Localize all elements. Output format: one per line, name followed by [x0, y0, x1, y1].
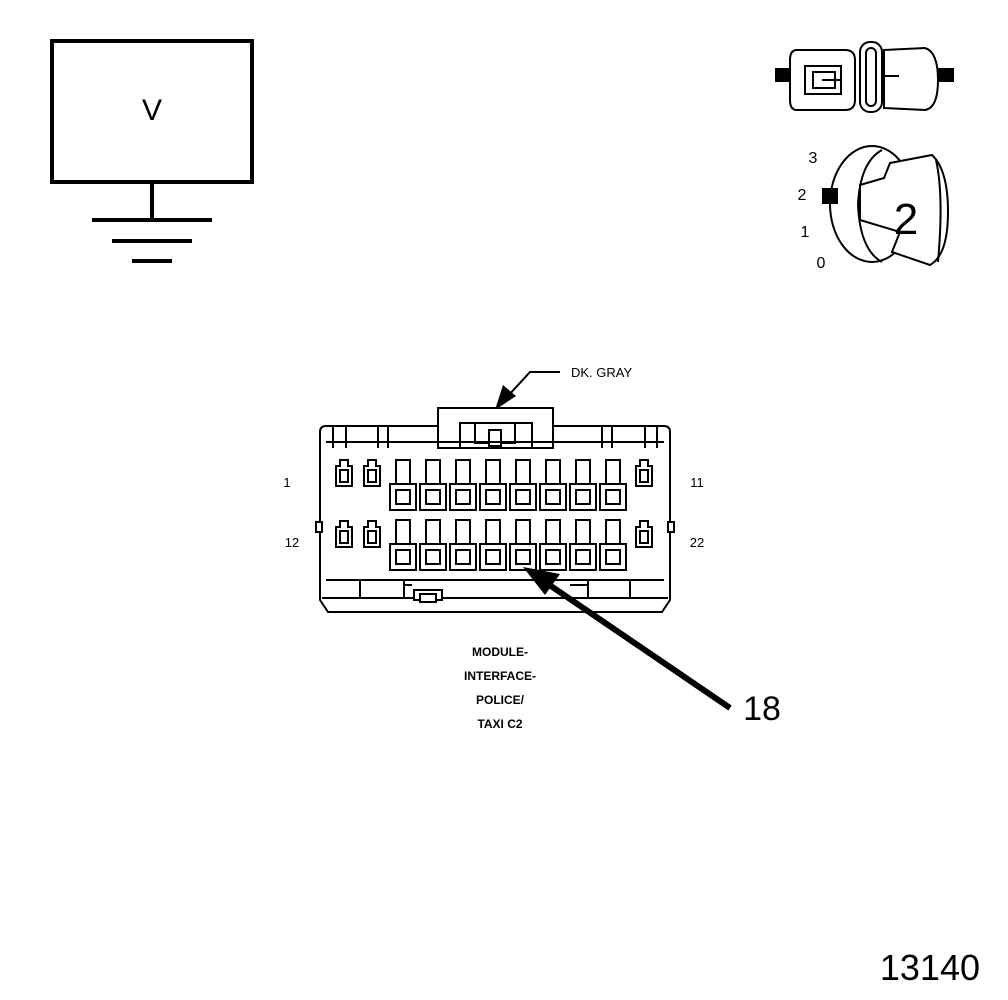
ignition-switch-icon: 3 2 1 0 2: [798, 145, 950, 272]
connector-name-line-4: TAXI C2: [477, 717, 522, 731]
connector-name-line-1: MODULE-: [472, 645, 528, 659]
pin-label-12: 12: [285, 535, 299, 550]
cavity: [569, 519, 597, 571]
arrow-head-icon: [495, 385, 516, 410]
cavity: [419, 459, 447, 511]
connector-name-line-2: INTERFACE-: [464, 669, 536, 683]
pin-label-22: 22: [690, 535, 704, 550]
connector-disconnect-icon: [775, 41, 954, 113]
cavity: [539, 519, 567, 571]
connector-name-line-3: POLICE/: [476, 693, 525, 707]
terminal-latch-row1-b: [363, 459, 381, 487]
color-callout: DK. GRAY: [495, 365, 632, 410]
figure-number: 13140: [880, 947, 980, 988]
cavity: [569, 459, 597, 511]
ground-icon: [92, 218, 212, 263]
cavity: [509, 459, 537, 511]
cavity-row1: [389, 459, 627, 511]
connector-name: MODULE- INTERFACE- POLICE/ TAXI C2: [464, 645, 536, 731]
terminal-latch-row1-a: [335, 459, 353, 487]
voltmeter-label: V: [142, 94, 162, 127]
cavity-highlighted: [509, 519, 537, 571]
ignition-position-3: 3: [809, 150, 818, 167]
cavity: [449, 519, 477, 571]
cavity: [479, 459, 507, 511]
cavity: [539, 459, 567, 511]
cavity: [449, 459, 477, 511]
terminal-latch-row2-a: [335, 520, 353, 548]
terminal-latch-row2-b: [363, 520, 381, 548]
pin-label-11: 11: [690, 475, 704, 490]
connector-face: [315, 407, 675, 613]
ignition-selected-position: 2: [894, 195, 918, 244]
ignition-position-1: 1: [801, 224, 810, 241]
cavity: [419, 519, 447, 571]
cavity-row2: [389, 519, 627, 571]
arrow-head-icon: [523, 567, 560, 595]
ignition-position-2: 2: [798, 187, 807, 204]
connector-color-label: DK. GRAY: [571, 365, 632, 380]
callout-pin-number: 18: [743, 690, 781, 728]
terminal-latch-row1-c: [635, 459, 653, 487]
terminal-latch-row2-c: [635, 520, 653, 548]
cavity: [389, 519, 417, 571]
cavity: [389, 459, 417, 511]
ignition-position-0: 0: [817, 255, 826, 272]
pin-callout-arrow: [523, 567, 732, 711]
pin-label-1: 1: [283, 475, 290, 490]
cavity: [479, 519, 507, 571]
voltmeter-symbol: V: [50, 39, 254, 263]
cavity: [599, 519, 627, 571]
cavity: [599, 459, 627, 511]
